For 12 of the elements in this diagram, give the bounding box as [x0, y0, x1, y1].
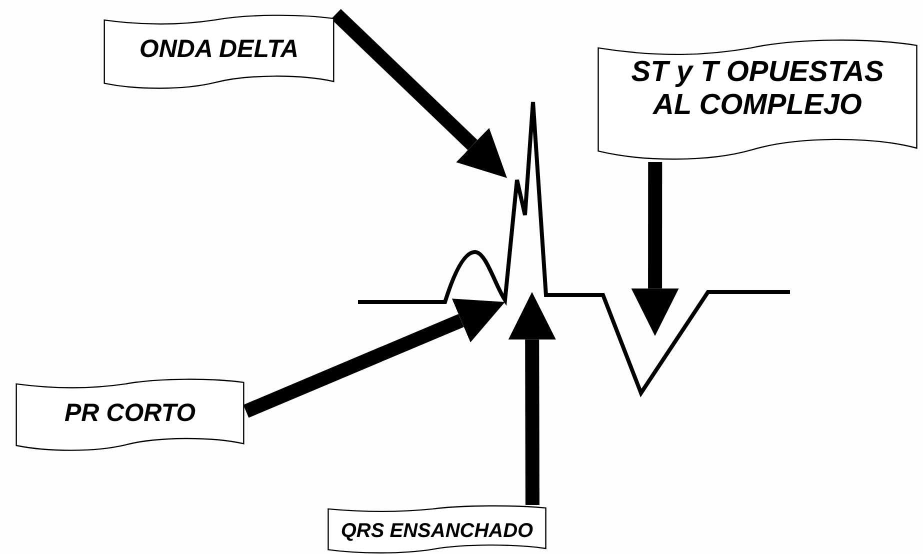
label-text: ST y T OPUESTAS AL COMPLEJO	[630, 56, 885, 122]
arrow	[631, 162, 679, 336]
arrow	[331, 8, 507, 178]
banner-label	[595, 38, 920, 162]
label-text: ONDA DELTA	[139, 34, 299, 64]
banner-label	[102, 14, 336, 90]
banner-label	[326, 505, 548, 554]
label-text: QRS ENSANCHADO	[340, 520, 534, 543]
label-text: PR CORTO	[64, 398, 196, 428]
arrow	[508, 292, 556, 506]
banner-label	[14, 378, 246, 452]
arrow	[243, 298, 505, 418]
